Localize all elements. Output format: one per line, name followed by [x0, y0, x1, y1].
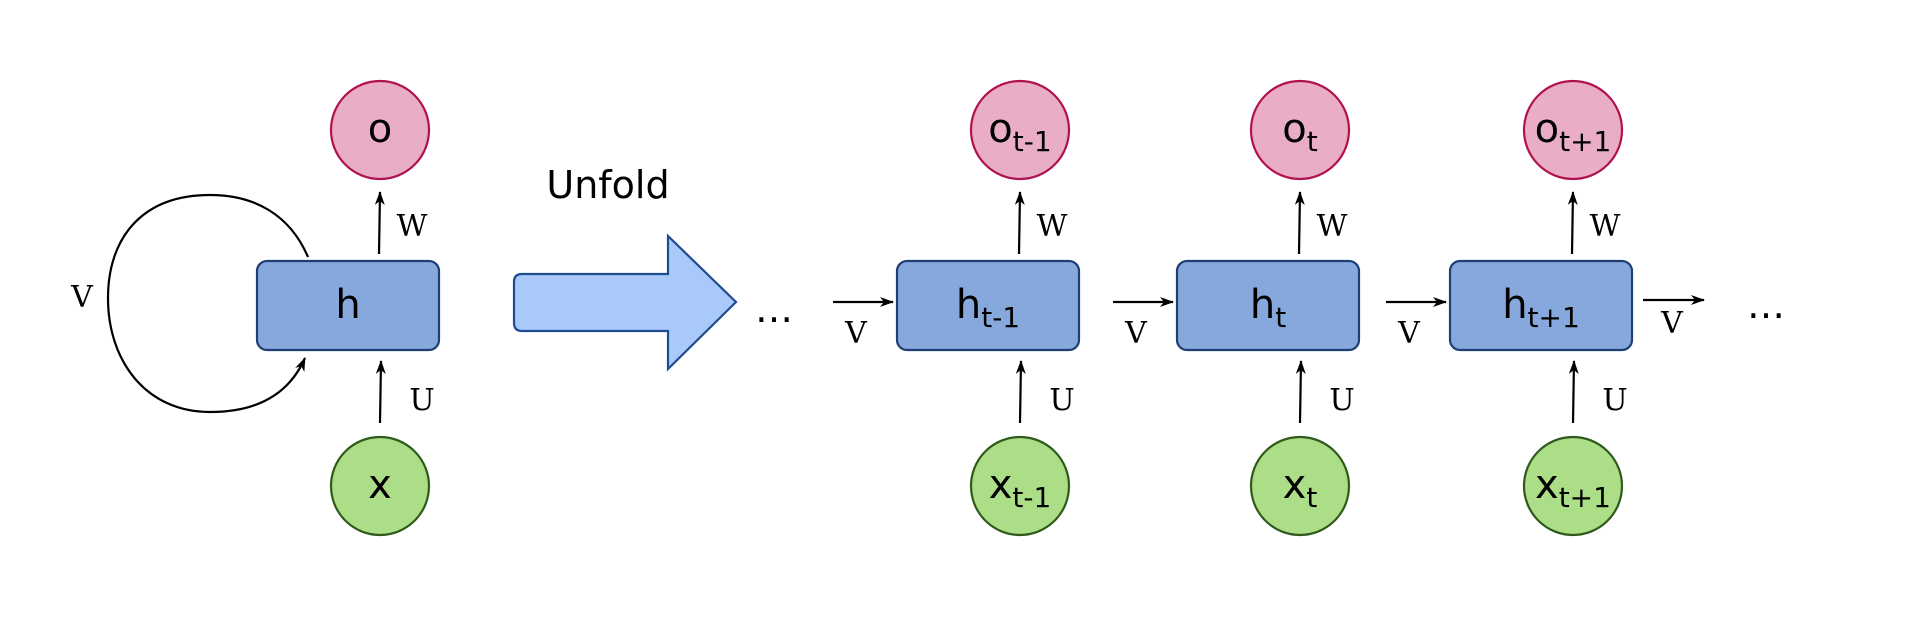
- u-arrow: [1568, 360, 1579, 424]
- input-node-label-text: xt-1: [989, 462, 1052, 514]
- folded-u-arrow: [375, 360, 386, 424]
- hidden-node-label-text: ht: [1250, 282, 1286, 334]
- unfold-label: Unfold: [546, 163, 669, 207]
- folded-u-label: U: [409, 383, 434, 418]
- hidden-node-label-main: h: [1250, 282, 1275, 328]
- folded-output-label: o: [368, 106, 392, 152]
- folded-hidden-node: h: [255, 259, 441, 352]
- input-node-label-main: x: [1535, 462, 1559, 508]
- unfold-arrow: Unfold: [512, 163, 738, 372]
- folded-v-label: V: [70, 280, 94, 315]
- output-node-label-text: ot+1: [1535, 106, 1612, 158]
- hidden-node-label-subscript: t-1: [981, 301, 1020, 334]
- hidden-node-label-subscript: t+1: [1528, 301, 1580, 334]
- hidden-node-label-subscript: t: [1275, 301, 1286, 334]
- output-node-label-subscript: t+1: [1559, 125, 1611, 158]
- v-in-label: V: [844, 316, 868, 351]
- u-arrow: [1015, 360, 1026, 424]
- output-node-label-main: o: [1282, 106, 1306, 152]
- folded-w-label: W: [397, 209, 428, 244]
- v-in-label: V: [1124, 316, 1148, 351]
- folded-input-node: x: [329, 435, 431, 537]
- folded-hidden-label: h: [335, 282, 360, 328]
- w-arrow: [1567, 191, 1578, 255]
- recurrent-loop-arrow: [106, 193, 310, 414]
- folded-output-node: o: [329, 79, 431, 181]
- output-node-label-subscript: t: [1307, 125, 1318, 158]
- hidden-node: ht+1: [1448, 259, 1634, 352]
- u-label: U: [1049, 383, 1074, 418]
- svg-text:h: h: [335, 282, 360, 328]
- hidden-node-label-main: h: [1502, 282, 1527, 328]
- hidden-node: ht: [1175, 259, 1361, 352]
- ellipsis-left: …: [755, 287, 797, 331]
- output-node-label-subscript: t-1: [1013, 125, 1052, 158]
- output-node-label-text: ot: [1282, 106, 1317, 158]
- input-node-label-subscript: t+1: [1559, 481, 1611, 514]
- output-node-label-main: o: [1535, 106, 1559, 152]
- hidden-node-label-main: h: [956, 282, 981, 328]
- w-label: W: [1590, 209, 1621, 244]
- input-node-label-subscript: t: [1306, 481, 1317, 514]
- w-label: W: [1317, 209, 1348, 244]
- input-node-label-text: xt+1: [1535, 462, 1611, 514]
- u-arrow: [1295, 360, 1306, 424]
- output-node-label-main: o: [988, 106, 1012, 152]
- folded-input-label: x: [368, 462, 392, 508]
- w-arrow: [1294, 191, 1305, 255]
- v-out-label: V: [1660, 306, 1684, 341]
- w-arrow: [1014, 191, 1025, 255]
- timestep-0: Vht-1ot-1xt-1WU: [833, 79, 1081, 537]
- output-node: ot+1: [1522, 79, 1624, 181]
- input-node: xt-1: [969, 435, 1071, 537]
- u-label: U: [1602, 383, 1627, 418]
- input-node-label-main: x: [1283, 462, 1307, 508]
- svg-text:x: x: [368, 462, 392, 508]
- svg-text:o: o: [368, 106, 392, 152]
- unfold-arrow-shape: [512, 233, 738, 372]
- timestep-2: Vht+1ot+1xt+1WU: [1386, 79, 1634, 537]
- output-node: ot-1: [969, 79, 1071, 181]
- input-node-label-subscript: t-1: [1012, 481, 1051, 514]
- ellipsis-right: …: [1747, 283, 1789, 327]
- hidden-node-label-text: ht-1: [956, 282, 1020, 334]
- input-node-label-text: xt: [1283, 462, 1318, 514]
- input-node: xt: [1249, 435, 1351, 537]
- v-in-label: V: [1397, 316, 1421, 351]
- folded-w-arrow: [374, 191, 385, 255]
- hidden-node-label-text: ht+1: [1502, 282, 1580, 334]
- input-node-label-main: x: [989, 462, 1013, 508]
- output-node: ot: [1249, 79, 1351, 181]
- hidden-node: ht-1: [895, 259, 1081, 352]
- input-node: xt+1: [1522, 435, 1624, 537]
- u-label: U: [1329, 383, 1354, 418]
- output-node-label-text: ot-1: [988, 106, 1051, 158]
- folded-network: V h o x W U: [70, 79, 441, 537]
- w-label: W: [1037, 209, 1068, 244]
